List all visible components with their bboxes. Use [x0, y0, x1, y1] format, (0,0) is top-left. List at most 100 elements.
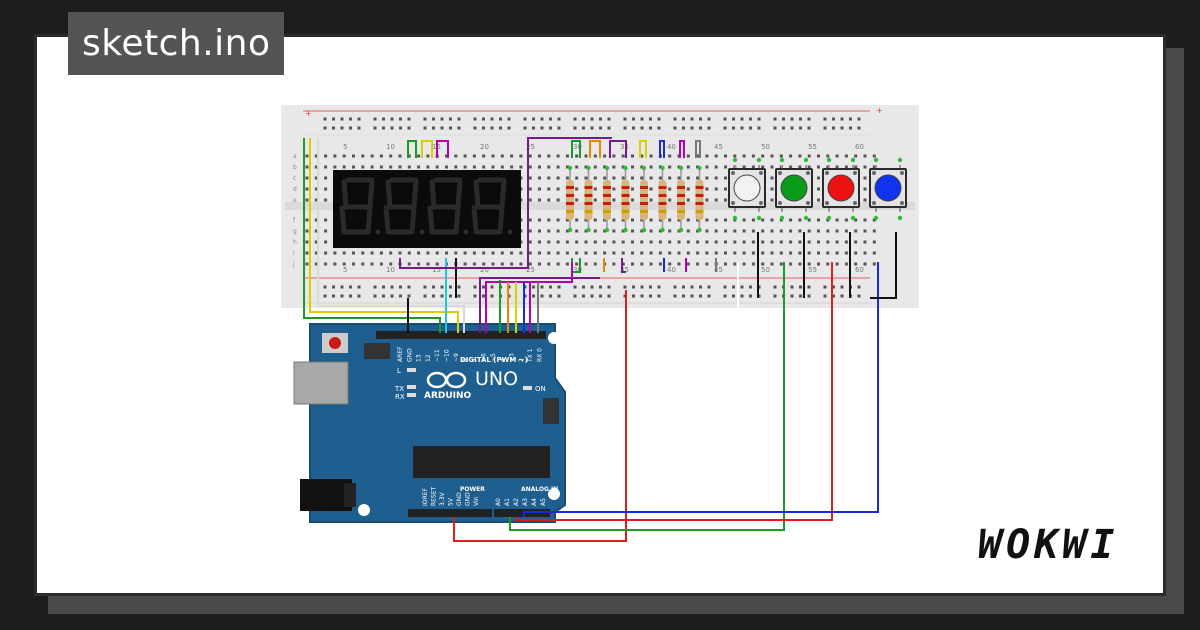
red-button[interactable]	[822, 157, 860, 221]
decimal-point	[419, 229, 425, 235]
analog-pin-label: A0	[495, 498, 502, 506]
svg-text:i: i	[293, 250, 295, 257]
segment	[453, 205, 461, 235]
digital-pin-label: ~3	[509, 353, 516, 362]
power-pin-label: RESET	[431, 486, 438, 506]
svg-text:h: h	[293, 239, 297, 246]
analog-pin-label: A5	[540, 498, 547, 506]
power-header-label: POWER	[460, 486, 485, 493]
svg-text:TX: TX	[394, 385, 404, 393]
segment	[471, 205, 479, 233]
svg-text:20: 20	[480, 143, 489, 151]
blue-button[interactable]	[869, 157, 907, 221]
digital-pin-label: ~9	[453, 353, 460, 362]
power-pin-label: GND	[465, 492, 472, 506]
digital-pin-label: 7	[471, 358, 478, 362]
segment	[427, 205, 435, 233]
rx-led	[407, 393, 416, 397]
svg-text:35: 35	[620, 143, 629, 151]
svg-text:45: 45	[714, 143, 723, 151]
svg-text:25: 25	[526, 143, 535, 151]
reset-button[interactable]	[329, 337, 341, 349]
analog-pin-label: A4	[531, 498, 538, 506]
digital-pin-label: RX 0	[537, 348, 544, 362]
svg-text:50: 50	[761, 143, 770, 151]
resistor[interactable]	[584, 165, 593, 233]
resistor[interactable]	[677, 165, 685, 233]
svg-text:50: 50	[761, 266, 770, 274]
sketch-title[interactable]: sketch.ino	[68, 12, 285, 75]
rail-plus-label: +	[305, 109, 312, 118]
tx-led	[407, 385, 416, 389]
digital-pin-label: 4	[499, 358, 506, 362]
white-button[interactable]	[728, 157, 766, 221]
digital-pin-label: ~11	[434, 349, 441, 362]
segment	[409, 205, 417, 235]
svg-text:20: 20	[480, 266, 489, 274]
segment	[473, 179, 481, 209]
svg-text:d: d	[293, 186, 297, 193]
svg-text:5: 5	[343, 143, 347, 151]
segment	[497, 205, 505, 235]
segment	[383, 205, 391, 233]
segment	[499, 179, 507, 209]
power-pin-label: 3.3V	[439, 491, 446, 506]
on-led	[523, 386, 532, 390]
segment	[365, 205, 373, 235]
svg-text:55: 55	[808, 143, 817, 151]
svg-text:10: 10	[386, 143, 395, 151]
svg-text:35: 35	[620, 266, 629, 274]
decimal-point	[507, 229, 513, 235]
segment	[429, 179, 437, 209]
digital-pin-label: AREF	[397, 346, 404, 362]
svg-text:j: j	[292, 261, 295, 268]
svg-text:25: 25	[526, 266, 535, 274]
analog-pin-label: A2	[513, 498, 520, 506]
green-button[interactable]	[775, 157, 813, 221]
seven-segment-display[interactable]	[333, 170, 521, 248]
segment	[385, 179, 393, 209]
power-pin-label: IOREF	[422, 488, 429, 506]
svg-text:c: c	[293, 175, 296, 182]
digital-pin-label: ~10	[444, 349, 451, 362]
digital-pin-label: 8	[462, 358, 469, 362]
resistor-array[interactable]	[566, 165, 704, 233]
decimal-point	[463, 229, 469, 235]
svg-text:a: a	[293, 153, 297, 160]
resistor[interactable]	[658, 165, 667, 233]
svg-text:30: 30	[573, 266, 582, 274]
power-pin-label: Vin	[473, 496, 480, 506]
digital-pin-label: GND	[406, 348, 413, 362]
arduino-logo	[426, 371, 467, 389]
svg-text:5: 5	[343, 266, 347, 274]
svg-text:b: b	[293, 164, 297, 171]
arduino-uno-board[interactable]: UNO ARDUINO DIGITAL (PWM ~) POWER ANALOG…	[293, 323, 566, 523]
connection-wires	[303, 137, 897, 542]
segment	[339, 205, 347, 233]
digital-pin-label: ~6	[481, 353, 488, 362]
svg-text:60: 60	[855, 143, 864, 151]
resistor[interactable]	[640, 165, 648, 233]
resistor[interactable]	[621, 165, 630, 233]
digital-header-label: DIGITAL (PWM ~)	[460, 356, 528, 364]
wokwi-logo: WOKWI	[978, 522, 1119, 568]
digital-pin-label: ~5	[490, 353, 497, 362]
svg-text:40: 40	[667, 143, 676, 151]
svg-text:15: 15	[432, 266, 441, 274]
svg-text:e: e	[293, 197, 297, 204]
svg-text:RX: RX	[395, 393, 405, 401]
arduino-brand-label: ARDUINO	[424, 391, 472, 401]
decimal-point	[375, 229, 381, 235]
analog-header-label: ANALOG IN	[521, 486, 558, 493]
push-buttons[interactable]	[728, 157, 907, 221]
segment	[367, 179, 375, 209]
breadboard-jumpers	[407, 140, 717, 273]
resistor[interactable]	[566, 165, 574, 233]
resistor[interactable]	[603, 165, 611, 233]
svg-text:55: 55	[808, 266, 817, 274]
arduino-model-label: UNO	[475, 368, 518, 390]
power-pin-label: GND	[456, 492, 463, 506]
svg-text:L: L	[397, 367, 401, 375]
resistor[interactable]	[695, 165, 704, 233]
svg-text:30: 30	[573, 143, 582, 151]
